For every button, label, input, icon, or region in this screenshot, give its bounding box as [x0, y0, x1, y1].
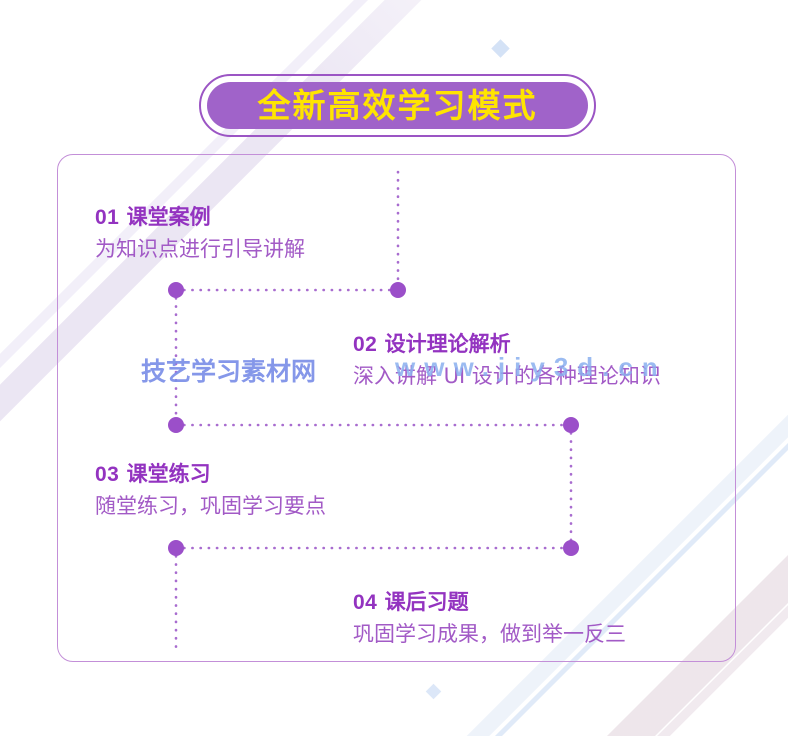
page-title-banner: 全新高效学习模式	[199, 74, 596, 137]
step-item-02: 02 设计理论解析 深入讲解 UI 设计的各种理论知识	[353, 332, 661, 390]
diamond-decoration-icon	[425, 683, 442, 700]
step-title: 03 课堂练习	[95, 462, 326, 488]
step-item-01: 01 课堂案例 为知识点进行引导讲解	[95, 205, 305, 263]
step-description: 深入讲解 UI 设计的各种理论知识	[353, 363, 661, 388]
step-title: 01 课堂案例	[95, 205, 305, 231]
step-description: 随堂练习，巩固学习要点	[95, 493, 326, 518]
step-title-text: 设计理论解析	[384, 332, 511, 356]
step-item-03: 03 课堂练习 随堂练习，巩固学习要点	[95, 462, 326, 520]
step-title-text: 课堂练习	[126, 462, 211, 486]
step-number: 01	[95, 206, 120, 229]
step-title: 04 课后习题	[353, 590, 626, 616]
step-title-text: 课堂案例	[126, 205, 211, 229]
page-title: 全新高效学习模式	[257, 86, 538, 125]
step-number: 04	[353, 591, 378, 614]
step-number: 03	[95, 463, 120, 486]
step-description: 巩固学习成果，做到举一反三	[353, 621, 626, 646]
diamond-decoration-icon	[491, 39, 510, 58]
step-title: 02 设计理论解析	[353, 332, 661, 358]
title-pill-body: 全新高效学习模式	[207, 82, 588, 129]
step-description: 为知识点进行引导讲解	[95, 236, 305, 261]
title-outer-ring	[199, 74, 596, 137]
step-title-text: 课后习题	[384, 590, 469, 614]
content-card	[57, 154, 736, 662]
step-number: 02	[353, 333, 378, 356]
step-item-04: 04 课后习题 巩固学习成果，做到举一反三	[353, 590, 626, 648]
